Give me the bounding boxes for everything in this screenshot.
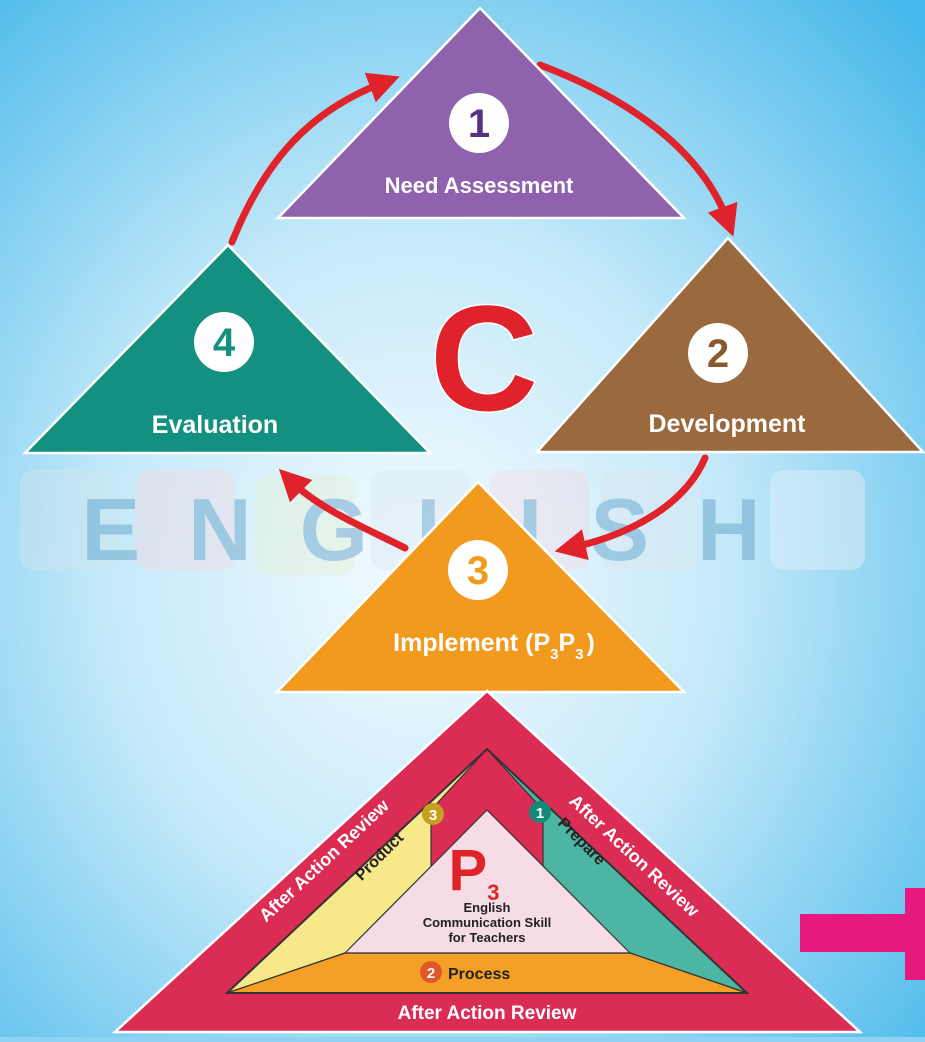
stage-number-badge bbox=[194, 312, 254, 372]
stage-need-assessment: 1 Need Assessment bbox=[275, 6, 687, 220]
process-label: Process bbox=[448, 966, 510, 983]
stage-evaluation: 4 Evaluation bbox=[22, 243, 433, 455]
p3-text-line2: Communication Skill bbox=[423, 915, 552, 930]
stage-number-badge bbox=[448, 540, 508, 600]
arrow-4-to-1 bbox=[228, 72, 400, 246]
stage-number: 1 bbox=[468, 102, 490, 146]
p3-text-line1: English bbox=[464, 900, 511, 915]
stage-implement: 3 Implement (P3P3) bbox=[274, 480, 687, 694]
stage-number: 3 bbox=[467, 549, 489, 593]
p3-text-line3: for Teachers bbox=[448, 930, 525, 945]
arrow-1-to-2 bbox=[536, 61, 738, 237]
process-number-badge bbox=[420, 961, 442, 983]
product-number-badge bbox=[422, 803, 444, 825]
product-number: 3 bbox=[429, 807, 437, 824]
arrow-2-to-3 bbox=[554, 454, 709, 561]
stage-number: 2 bbox=[707, 332, 729, 376]
stage-number-badge bbox=[688, 323, 748, 383]
center-letter: C bbox=[430, 274, 538, 442]
cycle-arrows bbox=[228, 61, 738, 561]
stage-label: Development bbox=[649, 410, 807, 438]
stage-label: Evaluation bbox=[152, 411, 278, 439]
prepare-number-badge bbox=[529, 801, 551, 823]
stage-development: 2 Development bbox=[534, 236, 925, 454]
review-bottom-label: After Action Review bbox=[398, 1003, 577, 1024]
stage-number: 4 bbox=[213, 321, 236, 365]
stage-label: Implement (P3P3) bbox=[393, 629, 595, 663]
stage-label: Need Assessment bbox=[385, 173, 574, 198]
p3-letter: P3 bbox=[449, 838, 500, 905]
process-number: 2 bbox=[427, 965, 435, 982]
pink-arrow bbox=[800, 888, 925, 980]
stage-number-badge bbox=[449, 93, 509, 153]
arrow-3-to-4 bbox=[278, 468, 409, 552]
center-panel bbox=[343, 809, 632, 954]
prepare-number: 1 bbox=[536, 805, 544, 822]
